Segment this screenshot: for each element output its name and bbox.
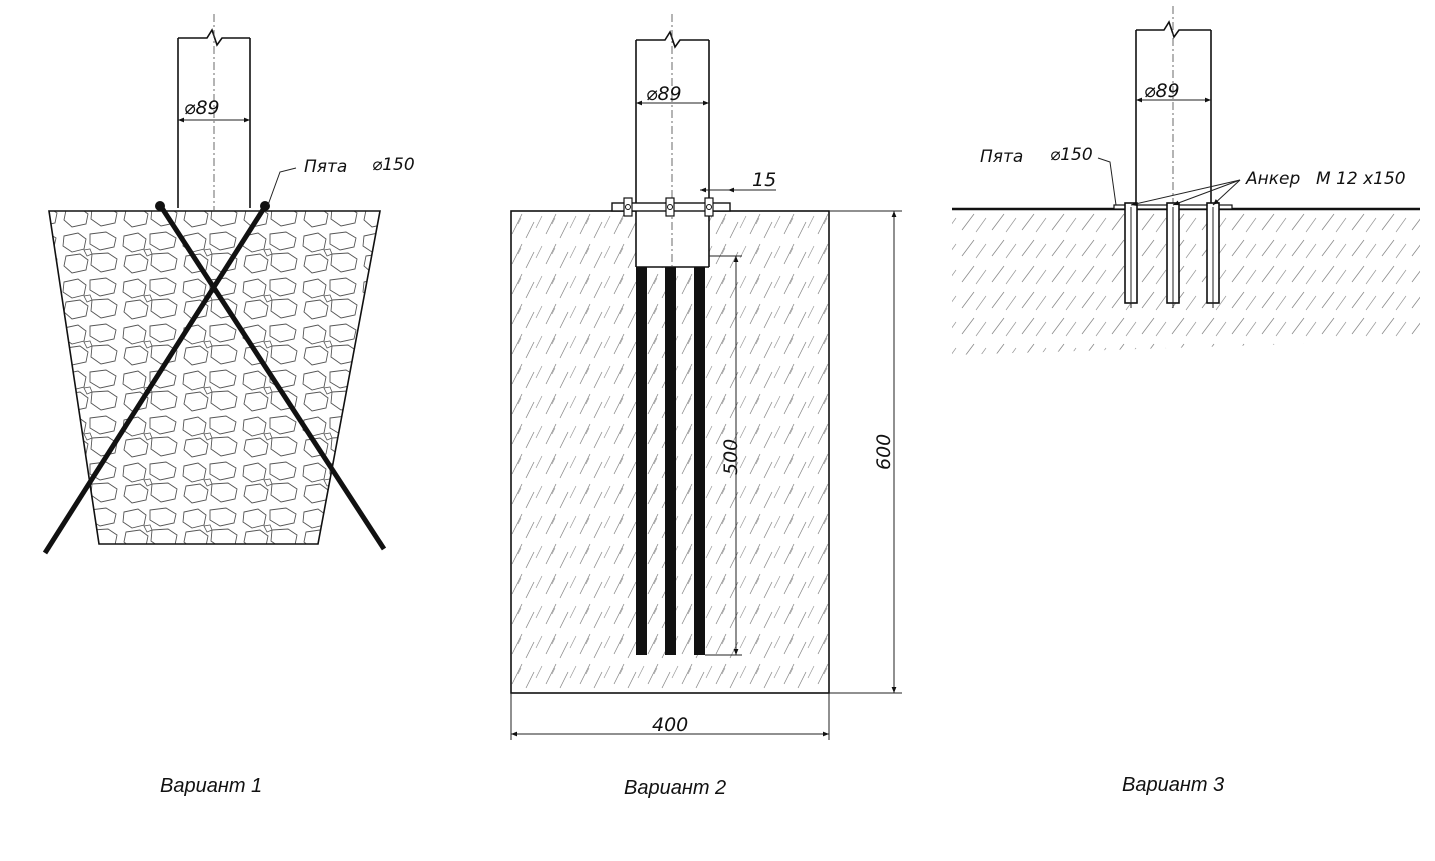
v3-anchor-note: Анкер	[1245, 169, 1300, 189]
post-3	[1135, 6, 1212, 208]
v1-base-leader	[267, 167, 297, 206]
ground-hatch	[952, 209, 1420, 355]
rebar-rod-2	[665, 267, 676, 655]
v3-anchor-leaders	[1130, 179, 1241, 206]
caption-variant-3: Вариант 3	[1122, 774, 1224, 796]
crossed-rod-2	[42, 203, 269, 555]
v2-plate-dim: 15	[752, 169, 776, 191]
v2-block-height: 600	[873, 434, 895, 470]
v2-rod-length: 500	[720, 439, 742, 475]
rebar-rod-1	[636, 267, 647, 655]
variant-2: ⌀89 15 500 600	[510, 14, 902, 740]
v2-post-diameter: ⌀89	[646, 83, 682, 105]
block-height-dim	[829, 210, 902, 694]
rubble-pit	[48, 210, 381, 545]
v3-base-note: Пята	[980, 147, 1023, 167]
variant-3: ⌀89 Пята ⌀150 Анкер М 12 х150	[952, 6, 1420, 355]
v3-base-leader	[1097, 157, 1117, 206]
post-1	[177, 14, 251, 210]
rod-head-1	[155, 201, 165, 211]
rod-length-dim	[705, 255, 742, 656]
block-width-dim	[510, 693, 830, 740]
v2-block-width: 400	[652, 714, 688, 736]
v3-base-diameter: ⌀150	[1050, 145, 1093, 165]
caption-variant-1: Вариант 1	[160, 775, 262, 797]
v1-base-diameter: ⌀150	[372, 155, 415, 175]
caption-variant-2: Вариант 2	[624, 777, 726, 799]
rod-head-2	[260, 201, 270, 211]
v1-base-note: Пята	[304, 157, 347, 177]
crossed-rod-1	[157, 203, 387, 551]
variant-1: ⌀89 Пята ⌀150	[42, 14, 415, 555]
v3-post-diameter: ⌀89	[1144, 80, 1180, 102]
rebar-rod-3	[694, 267, 705, 655]
base-plate-2	[611, 197, 731, 217]
v3-anchor-size: М 12 х150	[1316, 169, 1406, 189]
post-2	[635, 14, 710, 270]
v1-post-diameter: ⌀89	[184, 97, 220, 119]
